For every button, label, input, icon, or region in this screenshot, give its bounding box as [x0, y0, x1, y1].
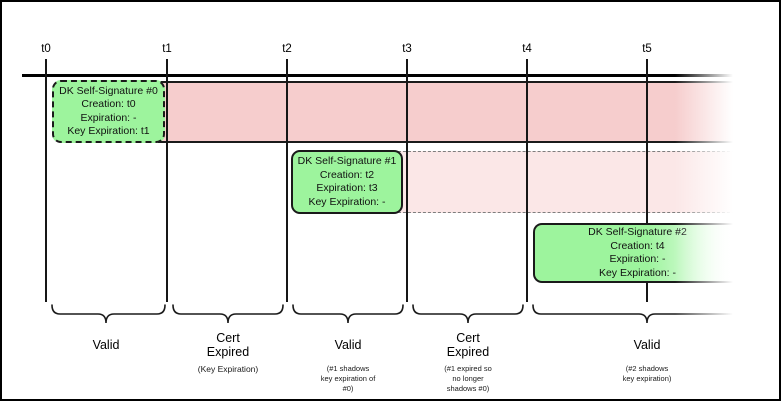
period-2-note: (Key Expiration) [198, 364, 258, 375]
period-4-label: Cert Expired [446, 330, 490, 360]
tick-line-t5 [646, 59, 648, 302]
signature-box-2: DK Self-Signature #2 Creation: t4 Expira… [533, 223, 740, 283]
tick-line-t1 [166, 59, 168, 302]
period-3-note-line: #0) [342, 384, 354, 393]
tick-line-t3 [406, 59, 408, 302]
underbrace-row [51, 304, 762, 324]
underbrace-icon-period-1 [51, 304, 166, 324]
signature-box-0: DK Self-Signature #0 Creation: t0 Expira… [52, 80, 165, 143]
period-3-note-line: (#1 shadows [326, 364, 370, 373]
underbrace-icon-period-4 [412, 304, 524, 324]
tick-label-t1: t1 [162, 43, 172, 55]
tick-line-t0 [45, 59, 47, 302]
tick-label-t2: t2 [282, 43, 292, 55]
period-3: Valid (#1 shadows key expiration of #0) [283, 329, 413, 394]
period-4: Cert Expired (#1 expired so no longer sh… [403, 329, 533, 394]
tick-label-t3: t3 [402, 43, 412, 55]
underbrace-icon-period-2 [172, 304, 284, 324]
signature-1-creation: Creation: t2 [319, 168, 375, 181]
period-5-note-line: (#2 shadows [625, 364, 669, 373]
period-5: Valid (#2 shadows key expiration) [582, 329, 712, 384]
signature-1-key-expiration: Key Expiration: - [308, 195, 386, 208]
underbrace-icon-period-5 [532, 304, 762, 324]
tick-line-t2 [286, 59, 288, 302]
underbrace-icon-period-3 [292, 304, 404, 324]
period-2-note-line: (Key Expiration) [197, 364, 259, 374]
signature-2-key-expiration: Key Expiration: - [598, 266, 677, 279]
period-4-note: (#1 expired so no longer shadows #0) [444, 364, 492, 394]
period-4-note-line: (#1 expired so [444, 364, 492, 373]
tick-label-t4: t4 [522, 43, 532, 55]
timeline-axis [22, 74, 735, 77]
tick-label-t0: t0 [41, 43, 51, 55]
signature-2-title: DK Self-Signature #2 [588, 226, 687, 238]
period-3-label: Valid [334, 337, 362, 352]
signature-1-expiration: Expiration: t3 [316, 182, 378, 194]
validity-band-sig1 [398, 151, 735, 213]
signature-box-1: DK Self-Signature #1 Creation: t2 Expira… [291, 150, 403, 214]
period-5-label: Valid [633, 337, 661, 352]
period-4-note-line: shadows #0) [446, 384, 490, 393]
period-2-label: Cert Expired [206, 330, 250, 360]
period-5-note: (#2 shadows key expiration) [623, 364, 672, 384]
signature-2-creation: Creation: t4 [610, 239, 665, 252]
signature-0-key-expiration: Key Expiration: t1 [67, 125, 150, 137]
signature-0-creation: Creation: t0 [81, 98, 136, 110]
signature-0-expiration: Expiration: - [80, 111, 137, 124]
period-2: Cert Expired (Key Expiration) [163, 329, 293, 375]
signature-2-expiration: Expiration: - [609, 253, 666, 265]
period-5-note-line: key expiration) [622, 374, 672, 383]
tick-line-t4 [526, 59, 528, 302]
period-1: Valid [41, 329, 171, 361]
validity-band-sig0 [158, 81, 735, 143]
period-3-note: (#1 shadows key expiration of #0) [321, 364, 376, 394]
period-1-label: Valid [92, 337, 120, 352]
signature-0-title: DK Self-Signature #0 [59, 84, 158, 97]
tick-label-t5: t5 [642, 43, 652, 55]
period-3-note-line: key expiration of [320, 374, 376, 383]
period-4-note-line: no longer [452, 374, 484, 383]
signature-1-title: DK Self-Signature #1 [297, 155, 397, 167]
